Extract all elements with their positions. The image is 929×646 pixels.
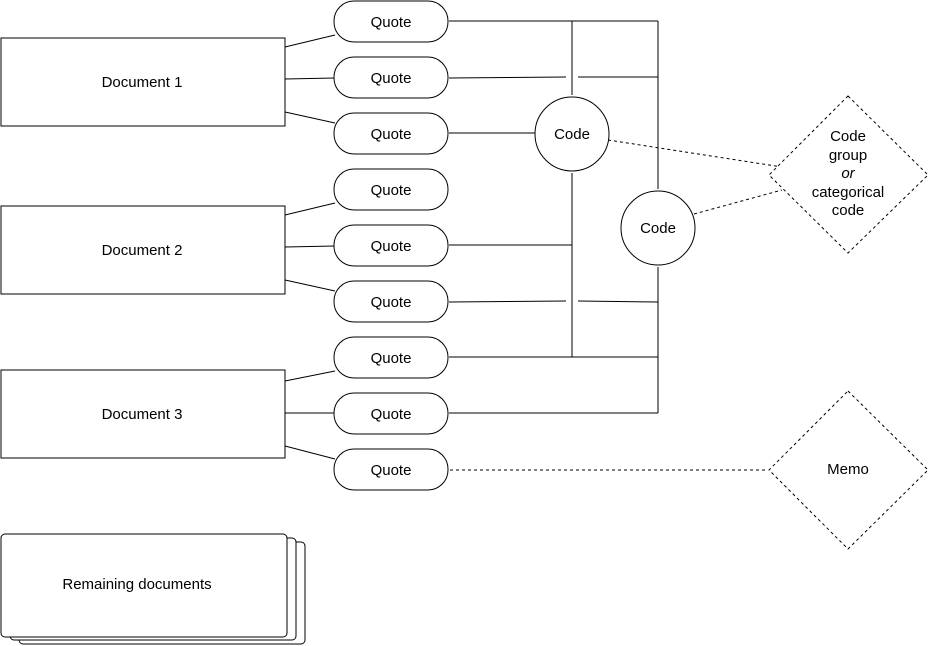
quote-label: Quote [371, 70, 412, 87]
quote-node[interactable]: Quote [333, 392, 449, 435]
code-group-line-3: or [841, 165, 855, 182]
code-group-line-1: Code [830, 128, 866, 145]
document-quote-connectors [284, 34, 336, 460]
document-2[interactable]: Document 2 [0, 205, 286, 295]
document-3-label: Document 3 [102, 406, 183, 423]
code-group-line-4: categorical [812, 184, 885, 201]
memo-diamond[interactable]: Memo [768, 390, 929, 550]
code-network-lines [448, 20, 659, 414]
code-group-diamond[interactable]: Code group or categorical code [768, 95, 929, 254]
quotes: Quote Quote Quote Quote Quote Quote Quot… [333, 0, 449, 491]
quote-node[interactable]: Quote [333, 448, 449, 491]
document-1[interactable]: Document 1 [0, 37, 286, 127]
quote-label: Quote [371, 406, 412, 423]
quote-label: Quote [371, 14, 412, 31]
code-node-2[interactable]: Code [620, 190, 696, 266]
code-group-line-5: code [832, 202, 865, 219]
quote-node[interactable]: Quote [333, 56, 449, 99]
code-label: Code [640, 220, 676, 237]
document-1-label: Document 1 [102, 74, 183, 91]
document-3[interactable]: Document 3 [0, 369, 286, 459]
quote-label: Quote [371, 294, 412, 311]
quote-node[interactable]: Quote [333, 280, 449, 323]
quote-label: Quote [371, 182, 412, 199]
remaining-documents-label: Remaining documents [62, 576, 211, 593]
code-group-line-2: group [829, 147, 867, 164]
code-label: Code [554, 126, 590, 143]
remaining-documents-stack[interactable]: Remaining documents [0, 533, 306, 645]
quote-label: Quote [371, 238, 412, 255]
quote-node[interactable]: Quote [333, 168, 449, 211]
quote-label: Quote [371, 462, 412, 479]
quote-label: Quote [371, 126, 412, 143]
document-2-label: Document 2 [102, 242, 183, 259]
quote-label: Quote [371, 350, 412, 367]
quote-node[interactable]: Quote [333, 112, 449, 155]
code-node-1[interactable]: Code [534, 96, 610, 172]
quote-node[interactable]: Quote [333, 336, 449, 379]
quote-node[interactable]: Quote [333, 0, 449, 43]
quote-node[interactable]: Quote [333, 224, 449, 267]
dashed-links [450, 139, 783, 471]
memo-label: Memo [827, 461, 869, 478]
